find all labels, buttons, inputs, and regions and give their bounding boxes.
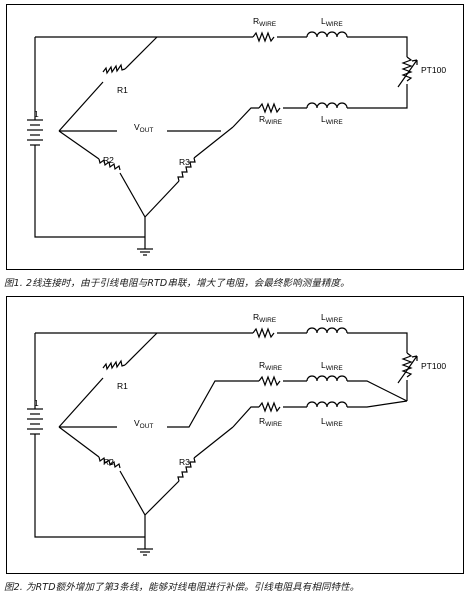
r1-label: R1 xyxy=(117,381,128,391)
pt100-label: PT100 xyxy=(421,65,446,75)
r-wire-middle-resistor xyxy=(258,375,281,387)
r-wire-top-label: RWIRE xyxy=(253,16,277,28)
figure2-caption: 图2. 为RTD额外增加了第3条线，能够对线电阻进行补偿。引线电阻具有相同特性。 xyxy=(4,582,360,593)
figure1-panel: 1 R1 R2 R3 VOUT RWIRE xyxy=(6,4,464,270)
ground-symbol xyxy=(137,237,153,256)
r2-label: R2 xyxy=(103,457,114,467)
pt100-rtd xyxy=(401,56,413,82)
l-wire-bottom-inductor xyxy=(306,102,348,109)
ground-symbol xyxy=(137,537,153,556)
r3-label: R3 xyxy=(179,157,190,167)
l-wire-top-inductor xyxy=(306,327,348,334)
vout-label: VOUT xyxy=(134,122,153,134)
figure2-panel: 1 R1 R2 R3 VOUT RWIRE xyxy=(6,296,464,574)
battery-symbol xyxy=(27,119,43,148)
vout-label: VOUT xyxy=(134,418,153,430)
l-wire-bottom-label: LWIRE xyxy=(321,416,343,428)
figure1-caption: 图1. 2线连接时，由于引线电阻与RTD串联，增大了电阻，会最终影响测量精度。 xyxy=(4,278,350,289)
left-rail-wire xyxy=(34,37,145,238)
left-rail-wire xyxy=(34,333,145,538)
figure1-circuit-diagram: 1 R1 R2 R3 VOUT RWIRE xyxy=(27,16,446,256)
r1-label: R1 xyxy=(117,85,128,95)
l-wire-middle-inductor xyxy=(306,375,348,382)
battery-label: 1 xyxy=(34,398,39,408)
pt100-label: PT100 xyxy=(421,361,446,371)
r-wire-top-resistor xyxy=(252,31,275,43)
r3-resistor xyxy=(177,157,196,182)
r-wire-bottom-resistor xyxy=(258,401,281,413)
l-wire-bottom-inductor xyxy=(306,401,348,408)
r1-resistor xyxy=(102,359,126,371)
l-wire-top-inductor xyxy=(306,31,348,38)
r1-resistor xyxy=(102,63,126,75)
l-wire-top-label: LWIRE xyxy=(321,312,343,324)
r3-label: R3 xyxy=(179,457,190,467)
r-wire-middle-label: RWIRE xyxy=(259,360,283,372)
battery-symbol xyxy=(27,408,43,437)
pt100-variable-arrow xyxy=(397,59,418,88)
pt100-variable-arrow xyxy=(397,355,418,384)
r-wire-bottom-resistor xyxy=(258,102,281,114)
figure2-circuit-diagram: 1 R1 R2 R3 VOUT RWIRE xyxy=(27,312,446,556)
vout-line xyxy=(59,380,259,428)
r2-label: R2 xyxy=(103,155,114,165)
r2-resistor xyxy=(98,158,121,171)
r-wire-top-label: RWIRE xyxy=(253,312,277,324)
r-wire-bottom-label: RWIRE xyxy=(259,114,283,126)
battery-label: 1 xyxy=(34,109,39,119)
l-wire-middle-label: LWIRE xyxy=(321,360,343,372)
r-wire-top-resistor xyxy=(252,327,275,339)
l-wire-bottom-label: LWIRE xyxy=(321,114,343,126)
r2-resistor xyxy=(98,456,121,469)
pt100-rtd xyxy=(401,352,413,378)
r3-resistor xyxy=(177,457,196,482)
l-wire-top-label: LWIRE xyxy=(321,16,343,28)
r-wire-bottom-label: RWIRE xyxy=(259,416,283,428)
